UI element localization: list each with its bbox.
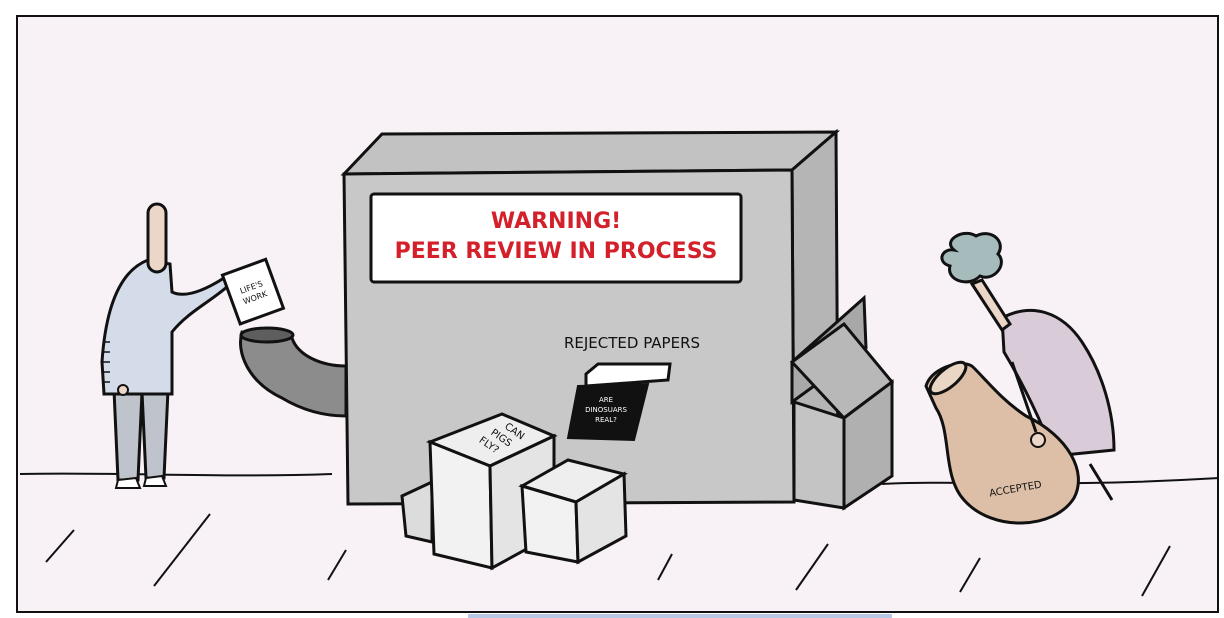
- bottom-strip: [468, 614, 892, 618]
- rejected-papers-label: REJECTED PAPERS: [564, 334, 700, 352]
- sign-line-1: WARNING!: [491, 209, 621, 234]
- hair: [940, 231, 1003, 284]
- paper-stack-small: [518, 458, 628, 565]
- input-duct: [239, 330, 348, 418]
- right-person: [940, 231, 1116, 503]
- svg-text:ARE: ARE: [599, 396, 613, 404]
- paper-stack-large: CAN PIGS FLY?: [400, 412, 558, 571]
- left-person: [100, 202, 230, 489]
- svg-text:DINOSUARS: DINOSUARS: [585, 406, 627, 414]
- sign-line-2: PEER REVIEW IN PROCESS: [395, 239, 718, 264]
- lifes-work-paper: LIFE'S WORK: [220, 257, 286, 326]
- svg-text:REAL?: REAL?: [595, 416, 617, 424]
- rejection-slot: ARE DINOSUARS REAL?: [566, 362, 672, 442]
- cartoon-illustration: LIFE'S WORK WARNING! PEER REVIEW IN PROC…: [19, 128, 1217, 597]
- cartoon-frame: LIFE'S WORK WARNING! PEER REVIEW IN PROC…: [16, 15, 1219, 613]
- accepted-flask: ACCEPTED: [924, 360, 1080, 525]
- peer-review-machine: [340, 128, 895, 511]
- duct-opening: [239, 326, 295, 344]
- floor-marks: [45, 513, 1171, 597]
- warning-sign: WARNING! PEER REVIEW IN PROCESS: [369, 192, 743, 284]
